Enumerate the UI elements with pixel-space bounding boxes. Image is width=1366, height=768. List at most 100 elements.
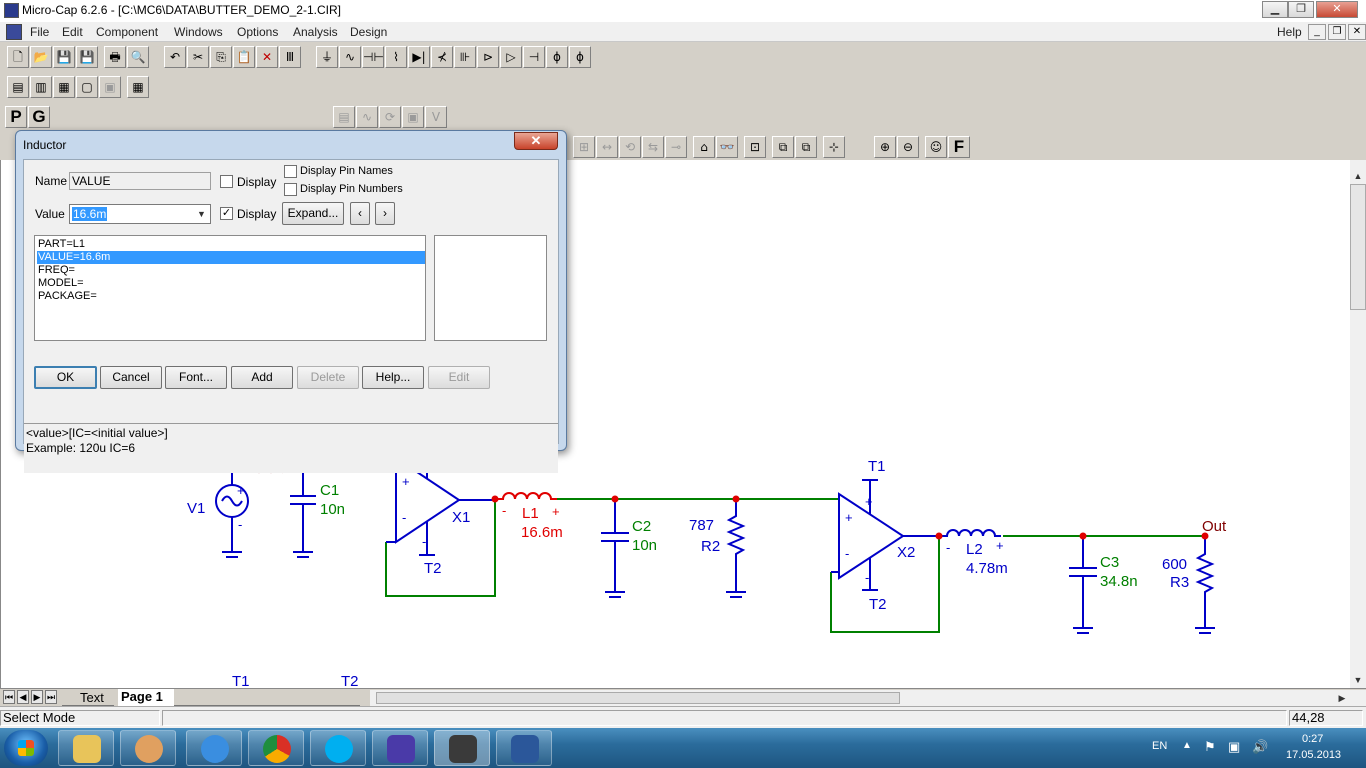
menu-edit[interactable]: Edit (62, 25, 83, 39)
source-component-button[interactable]: ∿ (339, 46, 361, 68)
app-icon[interactable] (4, 3, 19, 18)
bring-front-button[interactable]: ⧉ (772, 136, 794, 158)
previous-button[interactable]: ‹ (350, 202, 370, 225)
font-button[interactable]: F (948, 136, 970, 158)
undo-button[interactable]: ↶ (164, 46, 186, 68)
menu-file[interactable]: File (30, 25, 50, 39)
display-pin-numbers-checkbox[interactable] (284, 183, 297, 196)
menu-design[interactable]: Design (350, 25, 388, 39)
attribute-item[interactable]: PACKAGE= (38, 290, 97, 302)
scroll-right-button[interactable]: ▶ (1334, 690, 1350, 706)
attribute-listbox[interactable]: PART=L1 VALUE=16.6m FREQ= MODEL= PACKAGE… (34, 235, 426, 341)
menu-help[interactable]: Help (1277, 25, 1302, 39)
waveform-tool-button[interactable]: ∿ (356, 106, 378, 128)
flag-icon[interactable]: ⚑ (1204, 739, 1216, 754)
value-display-checkbox[interactable]: ✓ (220, 207, 233, 220)
zoom-out-button[interactable]: ⊖ (897, 136, 919, 158)
binoculars-button[interactable]: 👓 (716, 136, 738, 158)
open-file-button[interactable]: 📂 (30, 46, 52, 68)
buffer-component-button[interactable]: ▷ (500, 46, 522, 68)
info-button[interactable]: ⊡ (744, 136, 766, 158)
document-icon[interactable] (6, 24, 22, 40)
scroll-up-button[interactable]: ▲ (1350, 168, 1366, 184)
print-preview-button[interactable]: 🔍 (127, 46, 149, 68)
minimize-button[interactable]: ▁ (1262, 1, 1288, 18)
voltage-source-button[interactable]: ϕ (569, 46, 591, 68)
attribute-item[interactable]: FREQ= (38, 264, 75, 276)
start-button[interactable] (4, 730, 48, 766)
volume-icon[interactable]: 🔊 (1252, 739, 1269, 754)
prev-page-button[interactable]: ◀ (17, 690, 29, 704)
battery-component-button[interactable]: ⊣ (523, 46, 545, 68)
display-pin-names-checkbox[interactable] (284, 165, 297, 178)
doc-minimize-button[interactable]: _ (1308, 24, 1326, 40)
delete-button[interactable]: ✕ (256, 46, 278, 68)
find-button[interactable]: ⌂ (693, 136, 715, 158)
paste-button[interactable]: 📋 (233, 46, 255, 68)
edit-button[interactable]: Edit (428, 366, 490, 389)
network-icon[interactable]: ▣ (1228, 739, 1241, 754)
mosfet-component-button[interactable]: ⊪ (454, 46, 476, 68)
restore-button[interactable]: ❐ (1288, 1, 1314, 18)
cascade-button[interactable]: ▦ (53, 76, 75, 98)
language-indicator[interactable]: EN (1152, 740, 1168, 752)
send-back-button[interactable]: ⧉ (795, 136, 817, 158)
save-button[interactable]: 💾 (53, 46, 75, 68)
next-page-button[interactable]: ▶ (31, 690, 43, 704)
taskbar-skype[interactable] (310, 730, 366, 766)
doc-close-button[interactable]: ✕ (1348, 24, 1366, 40)
select-all-button[interactable]: Ⅲ (279, 46, 301, 68)
taskbar-micro-cap[interactable] (434, 730, 490, 766)
taskbar-internet-explorer[interactable] (186, 730, 242, 766)
menu-analysis[interactable]: Analysis (293, 25, 338, 39)
doc-restore-button[interactable]: ❐ (1328, 24, 1346, 40)
clock-time[interactable]: 0:27 (1302, 733, 1324, 745)
resistor-component-button[interactable]: ⌇ (385, 46, 407, 68)
delete-button[interactable]: Delete (297, 366, 359, 389)
cancel-button[interactable]: Cancel (100, 366, 162, 389)
ground-component-button[interactable]: ⏚ (316, 46, 338, 68)
rotate-left-button[interactable]: ⟲ (619, 136, 641, 158)
taskbar-media-player[interactable] (120, 730, 176, 766)
zoom-in-button[interactable]: ⊕ (874, 136, 896, 158)
name-display-checkbox[interactable] (220, 175, 233, 188)
clock-date[interactable]: 17.05.2013 (1286, 749, 1342, 761)
vertical-scroll-thumb[interactable] (1350, 184, 1366, 310)
tab-text[interactable]: Text (62, 690, 114, 706)
save-as-button[interactable]: 💾 (76, 46, 98, 68)
horizontal-scroll-thumb[interactable] (376, 692, 900, 704)
value-combobox[interactable]: 16.6m ▼ (69, 204, 211, 224)
diode-component-button[interactable]: ▶| (408, 46, 430, 68)
menu-windows[interactable]: Windows (174, 25, 223, 39)
grid-button[interactable]: G (28, 106, 50, 128)
copy-button[interactable]: ⎘ (210, 46, 232, 68)
next-button[interactable]: › (375, 202, 395, 225)
menu-component[interactable]: Component (96, 25, 159, 39)
chevron-down-icon[interactable]: ▼ (197, 209, 206, 219)
first-page-button[interactable]: ⏮ (3, 690, 15, 704)
calculator-button[interactable]: ▦ (127, 76, 149, 98)
attribute-item[interactable]: MODEL= (38, 277, 84, 289)
arrange-button[interactable]: ▣ (99, 76, 121, 98)
tray-expand-icon[interactable]: ▲ (1182, 740, 1192, 751)
expand-button[interactable]: Expand... (282, 202, 344, 225)
help-button[interactable]: Help... (362, 366, 424, 389)
attribute-item-selected[interactable]: VALUE=16.6m (37, 251, 425, 264)
tab-page-1[interactable]: Page 1 (118, 689, 174, 706)
taskbar-pen-app[interactable] (372, 730, 428, 766)
taskbar-explorer[interactable] (58, 730, 114, 766)
probe-tool-button[interactable]: ▣ (402, 106, 424, 128)
smiley-button[interactable]: ☺ (925, 136, 947, 158)
new-file-button[interactable]: 🗋 (7, 46, 29, 68)
split-horizontal-button[interactable]: ▤ (7, 76, 29, 98)
add-page-button[interactable]: ⊹ (823, 136, 845, 158)
scroll-down-button[interactable]: ▼ (1350, 672, 1366, 688)
add-button[interactable]: Add (231, 366, 293, 389)
horizontal-scrollbar[interactable]: ▶ (370, 690, 1366, 706)
last-page-button[interactable]: ⏭ (45, 690, 57, 704)
mirror-button[interactable]: ⇆ (642, 136, 664, 158)
transistor-component-button[interactable]: ⊀ (431, 46, 453, 68)
cut-button[interactable]: ✂ (187, 46, 209, 68)
capacitor-component-button[interactable]: ⊣⊢ (362, 46, 384, 68)
properties-button[interactable]: P (5, 106, 27, 128)
